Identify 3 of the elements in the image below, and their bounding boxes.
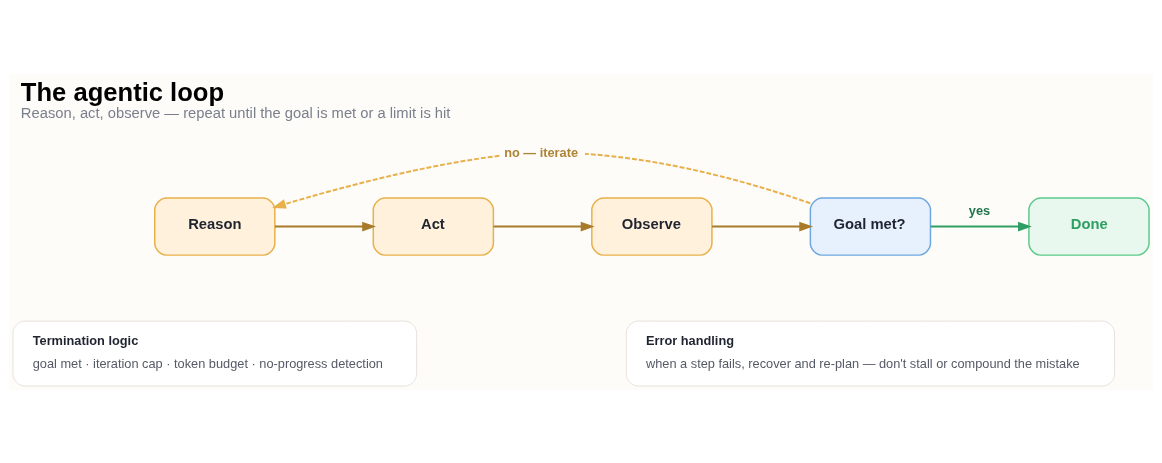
edge-label: no — iterate: [504, 144, 579, 160]
diagram-title: The agentic loop: [20, 77, 225, 106]
edge-label: yes: [968, 202, 991, 218]
